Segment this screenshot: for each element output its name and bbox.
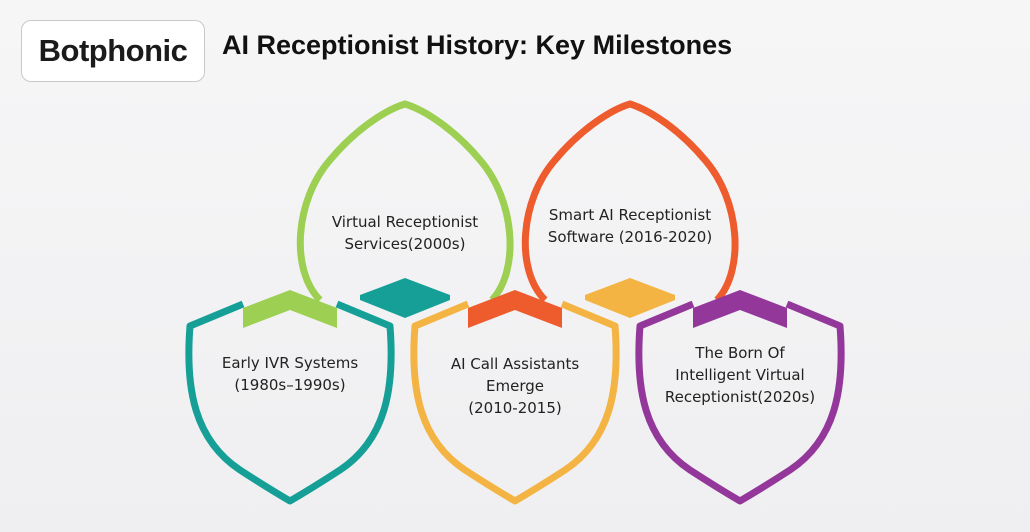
milestone-4-label: Smart AI Receptionist Software (2016-202… xyxy=(547,206,713,246)
milestone-5-label: The Born Of Intelligent Virtual Receptio… xyxy=(664,344,816,406)
brand-logo: Botphonic xyxy=(21,20,205,82)
milestone-2-label: Virtual Receptionist Services(2000s) xyxy=(331,213,479,253)
milestone-3-shield xyxy=(410,300,620,505)
milestone-1-chevron xyxy=(243,290,337,328)
milestone-4-shield xyxy=(521,100,739,303)
milestone-5-chevron xyxy=(693,290,787,328)
milestone-4-chevron xyxy=(585,278,675,318)
milestone-2-chevron xyxy=(360,278,450,318)
milestone-3-chevron xyxy=(468,290,562,328)
milestone-1-shield xyxy=(185,300,395,505)
milestone-3-label: AI Call Assistants Emerge (2010-2015) xyxy=(450,355,580,417)
milestone-5-shield xyxy=(635,300,845,505)
page-title: AI Receptionist History: Key Milestones xyxy=(222,30,733,60)
milestone-2-shield xyxy=(296,100,514,303)
brand-logo-text: Botphonic xyxy=(38,33,188,68)
milestone-1-label: Early IVR Systems (1980s–1990s) xyxy=(221,354,359,394)
